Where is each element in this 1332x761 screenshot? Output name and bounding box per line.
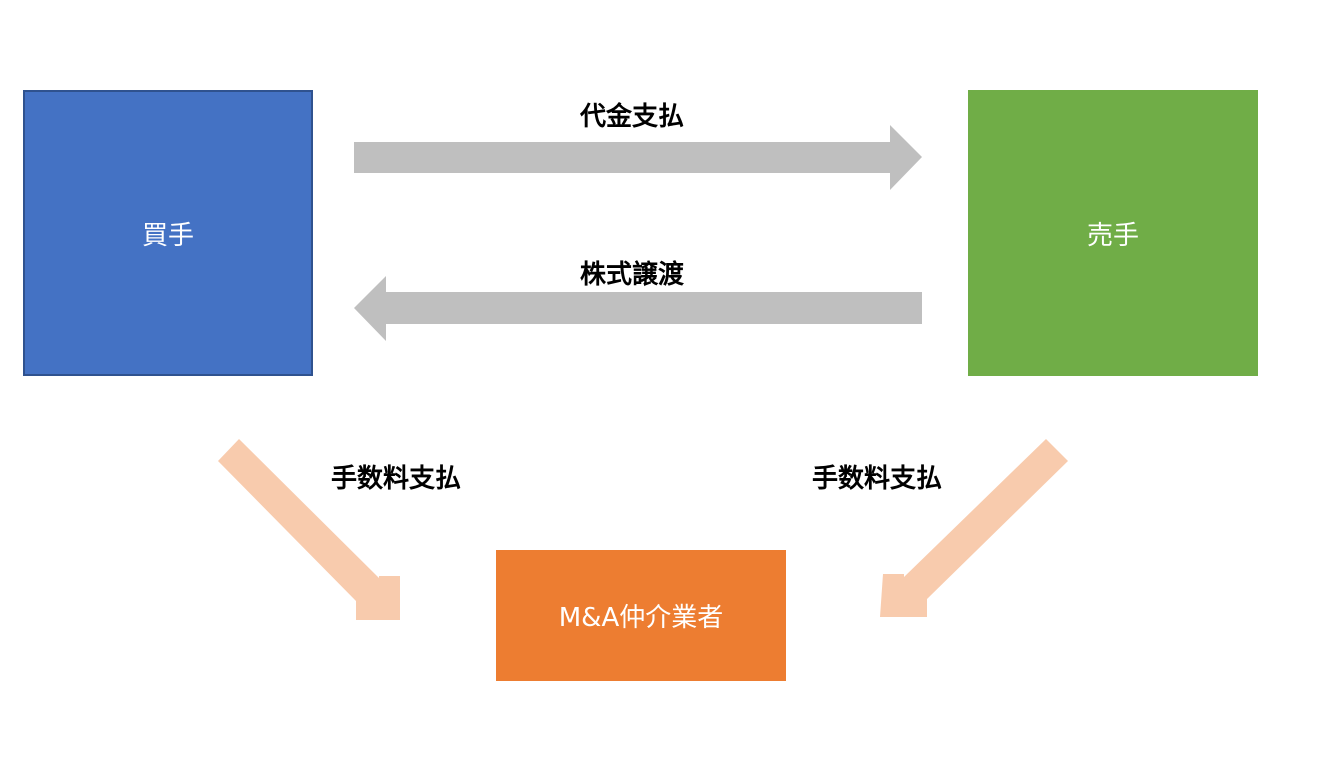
payment-label: 代金支払 bbox=[580, 102, 685, 132]
buyer-box: 買手 bbox=[23, 90, 313, 376]
buyer-fee-label: 手数料支払 bbox=[331, 464, 462, 494]
seller-fee-label: 手数料支払 bbox=[812, 464, 943, 494]
broker-box: M&A仲介業者 bbox=[496, 550, 786, 681]
seller-box: 売手 bbox=[968, 90, 1258, 376]
seller-label: 売手 bbox=[1086, 220, 1139, 251]
buyer-fee-arrow bbox=[218, 439, 400, 620]
buyer-label: 買手 bbox=[141, 220, 194, 251]
share-transfer-label: 株式譲渡 bbox=[580, 260, 685, 290]
broker-label: M&A仲介業者 bbox=[558, 603, 724, 633]
seller-fee-arrow bbox=[880, 439, 1068, 617]
payment-arrow bbox=[354, 125, 922, 190]
share-transfer-arrow bbox=[354, 276, 922, 341]
